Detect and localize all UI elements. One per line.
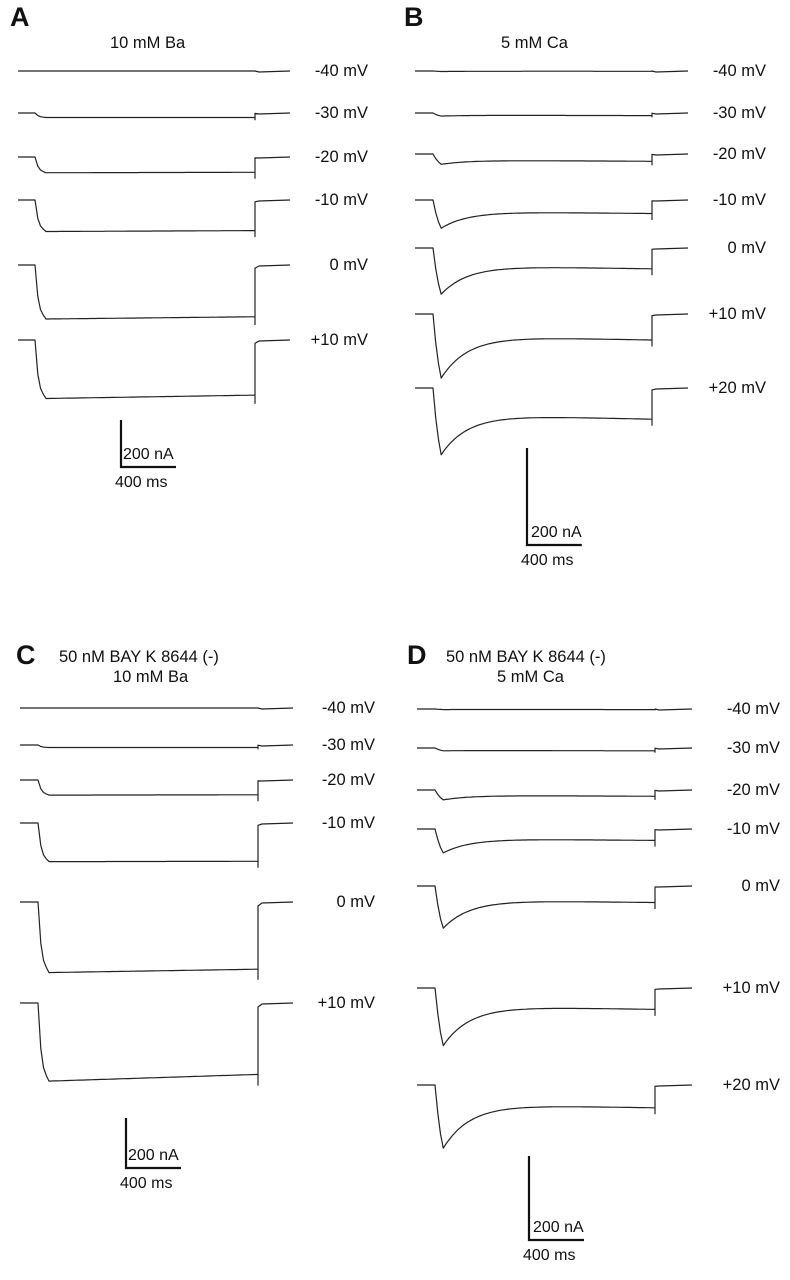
scale-bar-time-label: 400 ms [120, 1175, 172, 1192]
trace-d-2 [417, 789, 693, 801]
trace-label: -10 mV [315, 191, 368, 209]
panel-a-trace-labels: -40 mV -30 mV -20 mV -10 mV 0 mV +10 mV [311, 62, 368, 349]
trace-a-2 [18, 156, 291, 179]
scale-bar-lines [527, 1156, 584, 1242]
trace-label: -30 mV [315, 104, 368, 122]
panel-d-traces [417, 708, 693, 1149]
trace-b-0 [415, 70, 689, 73]
trace-a-4 [18, 264, 291, 326]
trace-c-4 [20, 901, 294, 980]
panel-d: D 50 nM BAY K 8644 (-) 5 mM Ca -40 mV -30… [407, 640, 780, 1264]
trace-label: 0 mV [336, 893, 375, 911]
panel-c-title: 50 nM BAY K 8644 (-) [59, 648, 219, 666]
trace-label: -30 mV [713, 104, 766, 122]
panel-b-scale-bar: 200 nA 400 ms [521, 448, 582, 569]
trace-b-6 [415, 387, 689, 456]
trace-c-1 [20, 744, 294, 750]
trace-label: -30 mV [727, 739, 780, 757]
panel-b: B 5 mM Ca -40 mV -30 mV -20 mV -10 mV 0 mV +1… [404, 2, 766, 569]
trace-a-3 [18, 199, 291, 238]
panel-letter-b: B [404, 2, 424, 32]
trace-label: -40 mV [713, 62, 766, 80]
trace-label: -40 mV [315, 62, 368, 80]
trace-label: -20 mV [713, 145, 766, 163]
trace-b-1 [415, 112, 689, 118]
trace-d-5 [417, 987, 693, 1047]
trace-label: +20 mV [723, 1076, 780, 1094]
scale-bar-time-label: 400 ms [521, 552, 573, 569]
trace-d-3 [417, 828, 693, 854]
trace-b-5 [415, 313, 689, 379]
panel-a-scale-bar: 200 nA 400 ms [115, 420, 176, 491]
panel-d-subtitle: 5 mM Ca [497, 668, 565, 686]
trace-label: +20 mV [709, 379, 766, 397]
trace-d-6 [417, 1084, 693, 1149]
trace-label: +10 mV [709, 305, 766, 323]
trace-a-5 [18, 339, 291, 404]
panel-letter-a: A [10, 2, 30, 32]
trace-c-0 [20, 707, 294, 710]
panel-a-title: 10 mM Ba [110, 34, 186, 52]
panel-b-trace-labels: -40 mV -30 mV -20 mV -10 mV 0 mV +10 mV +20 mV [709, 62, 766, 397]
trace-label: 0 mV [727, 239, 766, 257]
trace-a-1 [18, 112, 291, 121]
panel-d-title: 50 nM BAY K 8644 (-) [446, 648, 606, 666]
scale-bar-lines [525, 448, 582, 547]
trace-label: -40 mV [322, 699, 375, 717]
trace-c-5 [20, 1002, 294, 1086]
trace-label: 0 mV [741, 877, 780, 895]
trace-label: -10 mV [727, 820, 780, 838]
panel-d-trace-labels: -40 mV -30 mV -20 mV -10 mV 0 mV +10 mV +20 mV [723, 700, 780, 1094]
trace-c-2 [20, 779, 294, 802]
scale-bar-time-label: 400 ms [115, 474, 167, 491]
panel-c-trace-labels: -40 mV -30 mV -20 mV -10 mV 0 mV +10 mV [318, 699, 375, 1012]
trace-label: -10 mV [713, 191, 766, 209]
trace-label: -10 mV [322, 814, 375, 832]
trace-label: -20 mV [322, 771, 375, 789]
panel-c: C 50 nM BAY K 8644 (-) 10 mM Ba -40 mV -3… [16, 640, 375, 1192]
trace-c-3 [20, 822, 294, 868]
panel-c-subtitle: 10 mM Ba [113, 668, 189, 686]
trace-label: -20 mV [315, 148, 368, 166]
panel-letter-c: C [16, 640, 36, 670]
panel-b-title: 5 mM Ca [501, 34, 569, 52]
trace-label: 0 mV [329, 256, 368, 274]
panel-c-traces [20, 707, 294, 1086]
trace-label: -20 mV [727, 781, 780, 799]
trace-d-4 [417, 885, 693, 929]
trace-b-3 [415, 199, 689, 229]
scale-bar-lines [119, 420, 176, 469]
trace-label: +10 mV [723, 979, 780, 997]
trace-label: -40 mV [727, 700, 780, 718]
trace-b-2 [415, 153, 689, 166]
panel-a: A 10 mM Ba -40 mV -30 mV -20 mV -10 mV 0 mV +… [10, 2, 368, 491]
scale-bar-lines [124, 1118, 181, 1170]
trace-b-4 [415, 247, 689, 295]
trace-a-0 [18, 70, 291, 73]
scale-bar-current-label: 200 nA [128, 1147, 179, 1164]
panel-d-scale-bar: 200 nA 400 ms [523, 1156, 584, 1264]
scale-bar-current-label: 200 nA [533, 1219, 584, 1236]
panel-a-traces [18, 70, 291, 404]
trace-label: +10 mV [311, 331, 368, 349]
trace-label: +10 mV [318, 994, 375, 1012]
panel-c-scale-bar: 200 nA 400 ms [120, 1118, 181, 1192]
scale-bar-time-label: 400 ms [523, 1247, 575, 1264]
scale-bar-current-label: 200 nA [123, 446, 174, 463]
scale-bar-current-label: 200 nA [531, 524, 582, 541]
panel-letter-d: D [407, 640, 427, 670]
trace-label: -30 mV [322, 736, 375, 754]
trace-d-1 [417, 747, 693, 753]
panel-b-traces [415, 70, 689, 456]
trace-d-0 [417, 708, 693, 711]
